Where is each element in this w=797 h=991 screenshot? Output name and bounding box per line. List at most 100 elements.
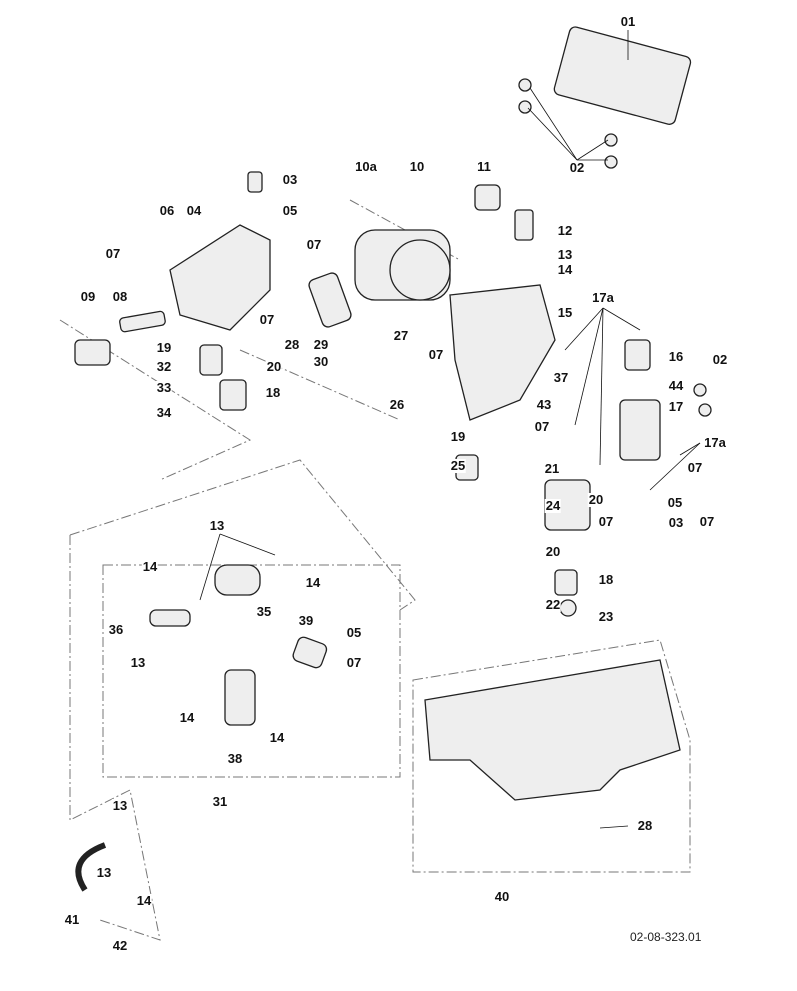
- part-01-heat-exchanger: [553, 26, 692, 125]
- part-label: 27: [392, 328, 410, 343]
- part-label: 05: [281, 203, 299, 218]
- part-label: 03: [667, 515, 685, 530]
- part-label: 38: [226, 751, 244, 766]
- part-label: 07: [427, 347, 445, 362]
- part-label: 16: [667, 349, 685, 364]
- part-label: 24: [544, 498, 562, 513]
- part-41-hose: [75, 842, 107, 892]
- part-label: 39: [297, 613, 315, 628]
- part-label: 18: [264, 385, 282, 400]
- part-15-main-block: [449, 284, 556, 421]
- part-36: [149, 609, 191, 627]
- part-label: 17a: [703, 435, 727, 450]
- part-label: 14: [268, 730, 286, 745]
- part-label: 07: [533, 419, 551, 434]
- part-16: [624, 339, 651, 371]
- part-label: 07: [258, 312, 276, 327]
- part-label: 12: [556, 223, 574, 238]
- part-label: 02: [711, 352, 729, 367]
- part-label: 14: [304, 575, 322, 590]
- part-label: 37: [552, 370, 570, 385]
- part-label: 13: [208, 518, 226, 533]
- part-label: 14: [556, 262, 574, 277]
- part-label: 17a: [591, 290, 615, 305]
- part-18b: [554, 569, 578, 596]
- part-09: [74, 339, 111, 366]
- part-label: 20: [587, 492, 605, 507]
- part-35: [214, 564, 261, 596]
- part-label: 19: [155, 340, 173, 355]
- part-label: 11: [476, 159, 492, 174]
- part-12: [514, 209, 534, 241]
- part-label: 06: [158, 203, 176, 218]
- part-03: [247, 171, 263, 193]
- part-label: 34: [155, 405, 173, 420]
- part-label: 31: [211, 794, 229, 809]
- part-label: 40: [493, 889, 511, 904]
- part-label: 22: [544, 597, 562, 612]
- part-04-manifold: [169, 224, 271, 331]
- group-31-outer-boundary: [69, 459, 416, 611]
- part-label: 23: [597, 609, 615, 624]
- part-40-plate: [424, 659, 681, 801]
- part-label: 07: [597, 514, 615, 529]
- part-label: 04: [185, 203, 203, 218]
- part-label: 07: [104, 246, 122, 261]
- part-label: 03: [281, 172, 299, 187]
- part-label: 01: [619, 14, 637, 29]
- part-label: 10: [408, 159, 426, 174]
- part-label: 07: [305, 237, 323, 252]
- part-label: 43: [535, 397, 553, 412]
- part-label: 15: [556, 305, 574, 320]
- part-label: 13: [556, 247, 574, 262]
- group-31-outline: [102, 564, 401, 778]
- part-label: 29: [312, 337, 330, 352]
- part-22: [559, 599, 577, 617]
- leader-lines: [199, 30, 701, 829]
- part-label: 13: [95, 865, 113, 880]
- part-label: 05: [345, 625, 363, 640]
- part-label: 07: [686, 460, 704, 475]
- part-38: [224, 669, 256, 726]
- part-17: [619, 399, 661, 461]
- part-label: 17: [667, 399, 685, 414]
- part-label: 28: [636, 818, 654, 833]
- group-40-outline: [412, 639, 691, 873]
- part-label: 05: [666, 495, 684, 510]
- part-label: 35: [255, 604, 273, 619]
- drawing-code: 02-08-323.01: [630, 930, 702, 944]
- part-39: [292, 636, 328, 669]
- part-label: 42: [111, 938, 129, 953]
- part-label: 28: [283, 337, 301, 352]
- leader-dash-1: [59, 319, 252, 481]
- part-label: 14: [178, 710, 196, 725]
- group-41-outline: [69, 535, 161, 941]
- part-18: [219, 379, 247, 411]
- part-label: 14: [135, 893, 153, 908]
- part-label: 26: [388, 397, 406, 412]
- part-label: 21: [543, 461, 561, 476]
- part-label: 30: [312, 354, 330, 369]
- part-08: [119, 310, 166, 333]
- part-label: 25: [449, 458, 467, 473]
- part-label: 08: [111, 289, 129, 304]
- part-label: 10a: [354, 159, 378, 174]
- part-label: 33: [155, 380, 173, 395]
- part-label: 13: [129, 655, 147, 670]
- part-label: 18: [597, 572, 615, 587]
- part-label: 36: [107, 622, 125, 637]
- part-label: 09: [79, 289, 97, 304]
- part-27: [308, 272, 352, 328]
- part-label: 02: [568, 160, 586, 175]
- part-label: 32: [155, 359, 173, 374]
- part-label: 14: [141, 559, 159, 574]
- part-32: [199, 344, 223, 376]
- part-label: 44: [667, 378, 685, 393]
- part-label: 07: [698, 514, 716, 529]
- part-label: 19: [449, 429, 467, 444]
- part-label: 20: [544, 544, 562, 559]
- part-11: [474, 184, 501, 211]
- leader-dash-3: [239, 349, 401, 421]
